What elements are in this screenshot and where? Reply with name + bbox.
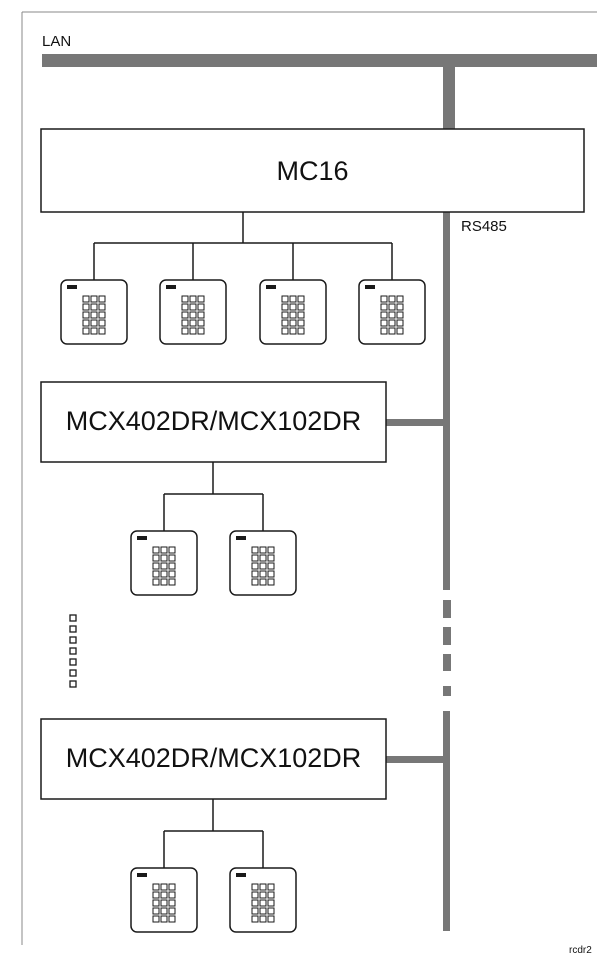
lan-bus: [42, 54, 597, 67]
keypad-reader-icon: [358, 279, 426, 345]
keypad-reader-icon: [259, 279, 327, 345]
keypad-reader-icon: [229, 530, 297, 596]
figure-code: rcdr2: [569, 945, 592, 956]
rs485-tap-1: [386, 419, 446, 426]
lan-label: LAN: [42, 33, 72, 50]
mcx-label-1: MCX402DR/MCX102DR: [65, 406, 362, 436]
mcx1-reader-wires: [163, 462, 264, 531]
rs485-bus-upper: [443, 212, 450, 590]
vertical-dots-icon: [69, 614, 77, 688]
mcx2-reader-wires: [163, 799, 264, 868]
keypad-reader-icon: [159, 279, 227, 345]
mc16-box: [40, 128, 585, 213]
keypad-reader-icon: [130, 530, 198, 596]
rs485-bus-lower: [443, 711, 450, 931]
keypad-reader-icon: [60, 279, 128, 345]
keypad-reader-icon: [130, 867, 198, 933]
rs485-label: RS485: [461, 218, 507, 235]
mcx-box-2: [40, 718, 387, 800]
mcx-label-2: MCX402DR/MCX102DR: [65, 743, 362, 773]
mcx-box-1: [40, 381, 387, 463]
keypad-reader-icon: [229, 867, 297, 933]
rs485-tap-2: [386, 756, 446, 763]
lan-drop: [443, 67, 455, 129]
mc16-reader-wires: [93, 212, 393, 280]
rs485-bus-gap: [443, 600, 451, 696]
readers-layer: [60, 279, 426, 933]
mc16-label: MC16: [276, 156, 349, 186]
